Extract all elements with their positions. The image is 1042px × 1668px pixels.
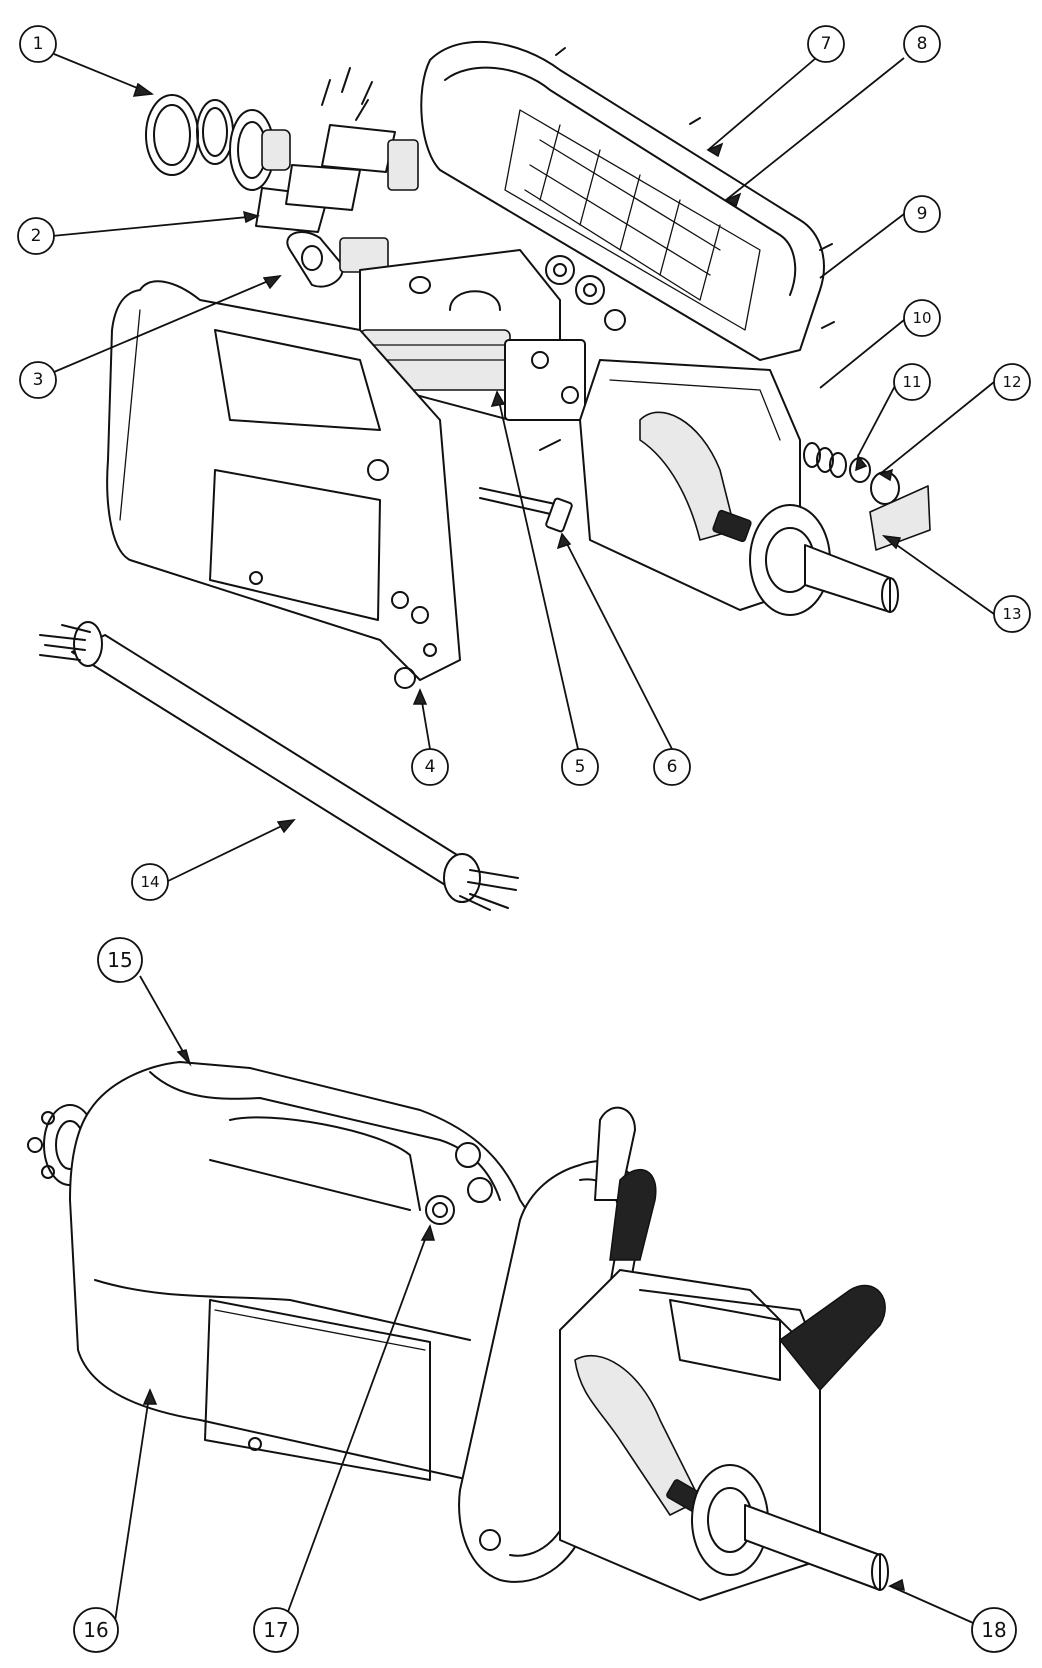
callout-1-label: 1 <box>33 34 44 54</box>
callout-2-label: 2 <box>31 226 42 246</box>
callout-1: 1 <box>19 25 57 63</box>
callout-18: 18 <box>971 1607 1017 1653</box>
callout-5-label: 5 <box>575 757 586 777</box>
callout-10: 10 <box>903 299 941 337</box>
callout-7-label: 7 <box>821 34 832 54</box>
callout-7: 7 <box>807 25 845 63</box>
part-14-cable-assembly <box>39 621 519 911</box>
callout-14-label: 14 <box>140 873 159 891</box>
callout-12-label: 12 <box>1002 373 1021 391</box>
callout-6: 6 <box>653 748 691 786</box>
callout-3-label: 3 <box>33 370 44 390</box>
callout-15-label: 15 <box>107 948 132 972</box>
callout-8: 8 <box>903 25 941 63</box>
assembled-view <box>27 1061 889 1601</box>
top-handle-housing <box>420 40 835 361</box>
callout-18-label: 18 <box>981 1618 1006 1642</box>
callout-10-label: 10 <box>912 309 931 327</box>
callout-8-label: 8 <box>917 34 928 54</box>
callout-16: 16 <box>73 1607 119 1653</box>
leader-lines <box>51 53 995 1629</box>
callout-13-label: 13 <box>1002 605 1021 623</box>
callout-17-label: 17 <box>263 1618 288 1642</box>
callout-5: 5 <box>561 748 599 786</box>
central-mechanism <box>359 249 899 616</box>
leader-arrowheads <box>132 82 905 1592</box>
part-2-plate <box>255 67 419 233</box>
callout-9: 9 <box>903 195 941 233</box>
callout-12: 12 <box>993 363 1031 401</box>
callout-17: 17 <box>253 1607 299 1653</box>
callout-13: 13 <box>993 595 1031 633</box>
part-1-coupling-rings <box>145 94 291 191</box>
callout-15: 15 <box>97 937 143 983</box>
callout-6-label: 6 <box>667 757 678 777</box>
callout-4-label: 4 <box>425 757 436 777</box>
callout-3: 3 <box>19 361 57 399</box>
part-3-lifting-eye <box>286 231 389 288</box>
callout-2: 2 <box>17 217 55 255</box>
parts-11-12-13 <box>803 442 931 551</box>
exploded-view <box>39 40 931 911</box>
callout-16-label: 16 <box>83 1618 108 1642</box>
side-cover <box>106 280 461 689</box>
callout-11-label: 11 <box>902 373 921 391</box>
callout-4: 4 <box>411 748 449 786</box>
callout-14: 14 <box>131 863 169 901</box>
callout-9-label: 9 <box>917 204 928 224</box>
callout-11: 11 <box>893 363 931 401</box>
